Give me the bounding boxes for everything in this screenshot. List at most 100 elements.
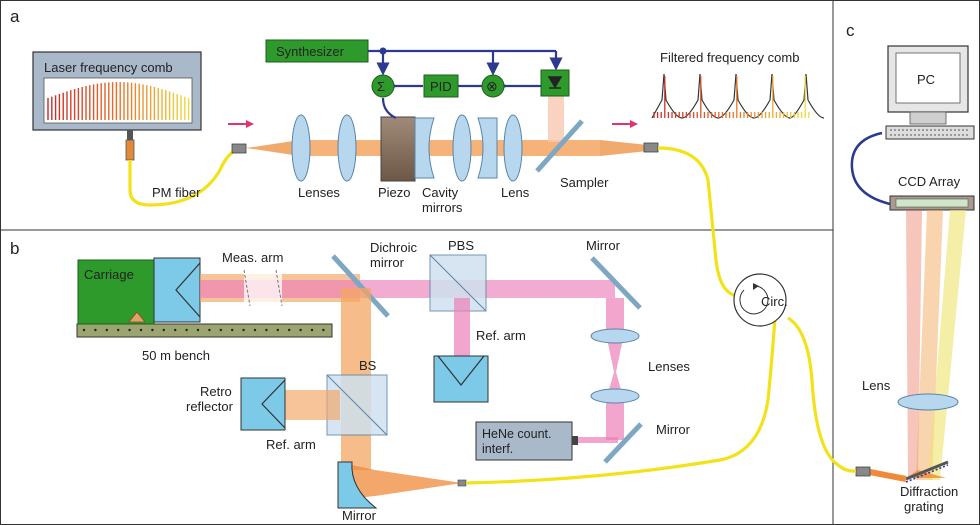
bench-mark [117, 328, 120, 332]
cavity-label-1: Cavity [422, 185, 459, 200]
lenses-b-label: Lenses [648, 359, 690, 374]
dichroic-label-1: Dichroic [370, 240, 417, 255]
input-arrow [228, 120, 254, 128]
retro-label-1: Retro [200, 384, 232, 399]
comb-output-port [127, 130, 133, 140]
bench-mark [139, 328, 143, 332]
grating-label-1: Diffraction [900, 484, 958, 499]
bench-mark [208, 328, 211, 332]
summer-node [371, 74, 395, 98]
comb-fiber-collimator [125, 139, 135, 161]
bench-mark [265, 328, 268, 332]
beam-into-spectrometer [869, 469, 907, 482]
hene-port [572, 436, 578, 445]
hene-label-2: interf. [482, 442, 513, 456]
dispersed-beam-orange [916, 210, 943, 480]
ref-beam-pbs [454, 298, 470, 358]
output-arrow [612, 120, 638, 128]
vertical-beam-pink [606, 298, 624, 440]
pid-label: PID [430, 79, 452, 94]
bench-mark [105, 328, 109, 332]
bench-mark [242, 328, 245, 332]
bench-mark [174, 328, 177, 332]
sampler-plate [535, 119, 584, 173]
carriage [77, 259, 155, 325]
ref-beam-bs [280, 390, 340, 420]
piezo-label: Piezo [378, 185, 411, 200]
pc-label: PC [917, 72, 935, 87]
mirror-hene-label: Mirror [656, 422, 691, 437]
filtered-comb-label: Filtered frequency comb [660, 50, 799, 65]
carriage-retroreflector [153, 257, 201, 323]
carriage-label: Carriage [84, 267, 134, 282]
bs-label: BS [359, 358, 377, 373]
pm-fiber-label: PM fiber [152, 185, 201, 200]
circulator-arrowhead [753, 283, 759, 290]
pbs-retroreflector [433, 355, 489, 403]
dichroic-mirror [331, 254, 390, 318]
bench-mark [322, 328, 325, 332]
control-wiring [368, 49, 563, 119]
pbs-label: PBS [448, 238, 474, 253]
fiber-collimator-b [457, 479, 467, 487]
focusing-mirror [337, 461, 378, 509]
bench-mark [82, 328, 86, 332]
fiber-to-circulator [657, 146, 741, 298]
spectrometer-collimator [855, 466, 871, 477]
retro-edge [261, 379, 286, 429]
hene-beam [570, 437, 618, 443]
carriage-pointer [128, 311, 146, 323]
bench-mark [288, 328, 291, 332]
panel-c-label: c [846, 21, 855, 40]
bench-mark [151, 328, 154, 332]
retro-label-2: reflector [186, 399, 234, 414]
lens-a1 [291, 114, 311, 182]
bench-mark [162, 328, 165, 332]
synthesizer-label: Synthesizer [276, 44, 345, 59]
cavity-mirror-1 [414, 117, 435, 179]
sampler-label: Sampler [560, 175, 609, 190]
cavity-label-2: mirrors [422, 200, 463, 215]
bench-mark [253, 328, 257, 332]
photodiode-symbol [547, 76, 563, 89]
beam-focusing [600, 140, 648, 156]
carriage-retro-edge [175, 262, 201, 318]
pbs-diagonal [429, 254, 487, 312]
circulator-label: Circ. [761, 294, 788, 309]
filtered-comb-spectrum [651, 73, 825, 119]
bench-markings [82, 328, 325, 332]
dichroic-label-2: mirror [370, 255, 405, 270]
cavity-lens [452, 114, 472, 182]
grating-label-2: grating [904, 499, 944, 514]
fiber-to-spectrometer [787, 316, 857, 473]
ccd-sensor [895, 198, 969, 208]
dispersed-beam-red [906, 210, 922, 478]
mirror-hene [603, 422, 643, 464]
pm-fiber [128, 148, 239, 207]
bench-mark [219, 328, 222, 332]
pid-box [423, 74, 459, 98]
pc-cable [850, 131, 891, 206]
bench-mark [94, 328, 97, 332]
pc-keyboard [885, 125, 975, 140]
beam-main-a [300, 140, 600, 156]
retroreflector [240, 377, 286, 431]
comb-spectrum-lines [47, 82, 190, 120]
mixer-node [481, 74, 505, 98]
bench-mark [196, 328, 200, 332]
pc-monitor [887, 45, 969, 125]
bench-mark [128, 328, 131, 332]
bench-mark [231, 328, 234, 332]
grating-rulings [905, 464, 949, 483]
beam-to-fiber [338, 462, 462, 500]
circulator-arrow [739, 285, 769, 315]
dispersed-beam-yellow [928, 210, 966, 480]
bench-label: 50 m bench [142, 348, 210, 363]
hene-label-1: HeNe count. [482, 427, 551, 441]
mirror-top [590, 256, 642, 310]
ccd-label: CCD Array [898, 174, 961, 189]
mirror-top-label: Mirror [586, 238, 621, 253]
ref-arm-pbs-label: Ref. arm [476, 328, 526, 343]
lens-a-label: Lens [501, 185, 530, 200]
